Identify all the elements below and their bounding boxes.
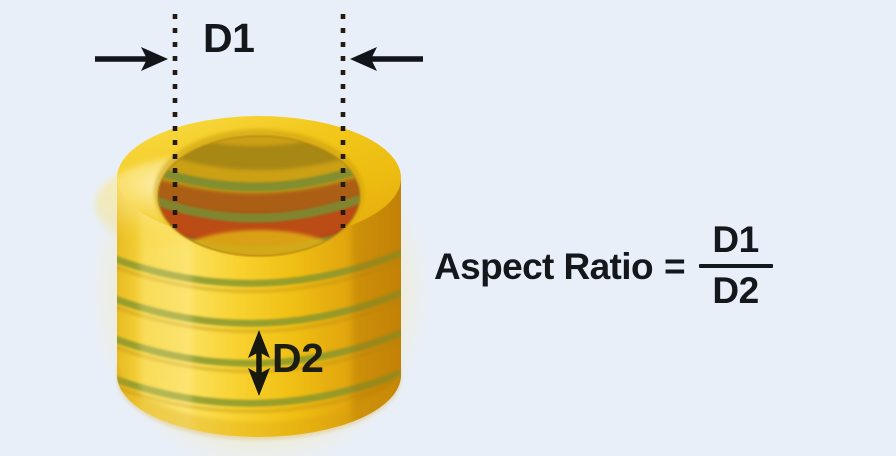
d1-arrow-left [95,47,168,71]
formula-equals-sign: = [663,245,686,287]
formula-fraction: D1 D2 [698,219,773,311]
formula-name-text: Aspect Ratio [434,245,654,287]
label-d1: D1 [203,15,255,61]
cylinder-bottom-shade [117,360,401,440]
d1-arrows [95,47,423,71]
d2-arrow [248,330,270,396]
d2-arrow-head-down [248,368,270,396]
d2-arrow-head-up [248,330,270,358]
label-d2: D2 [272,335,324,381]
aspect-ratio-formula: Aspect Ratio = D1 D2 [434,219,773,311]
fraction-bar [698,263,773,268]
d1-arrow-right [350,47,423,71]
fraction-denominator: D2 [712,269,759,311]
fraction-numerator: D1 [712,219,759,260]
